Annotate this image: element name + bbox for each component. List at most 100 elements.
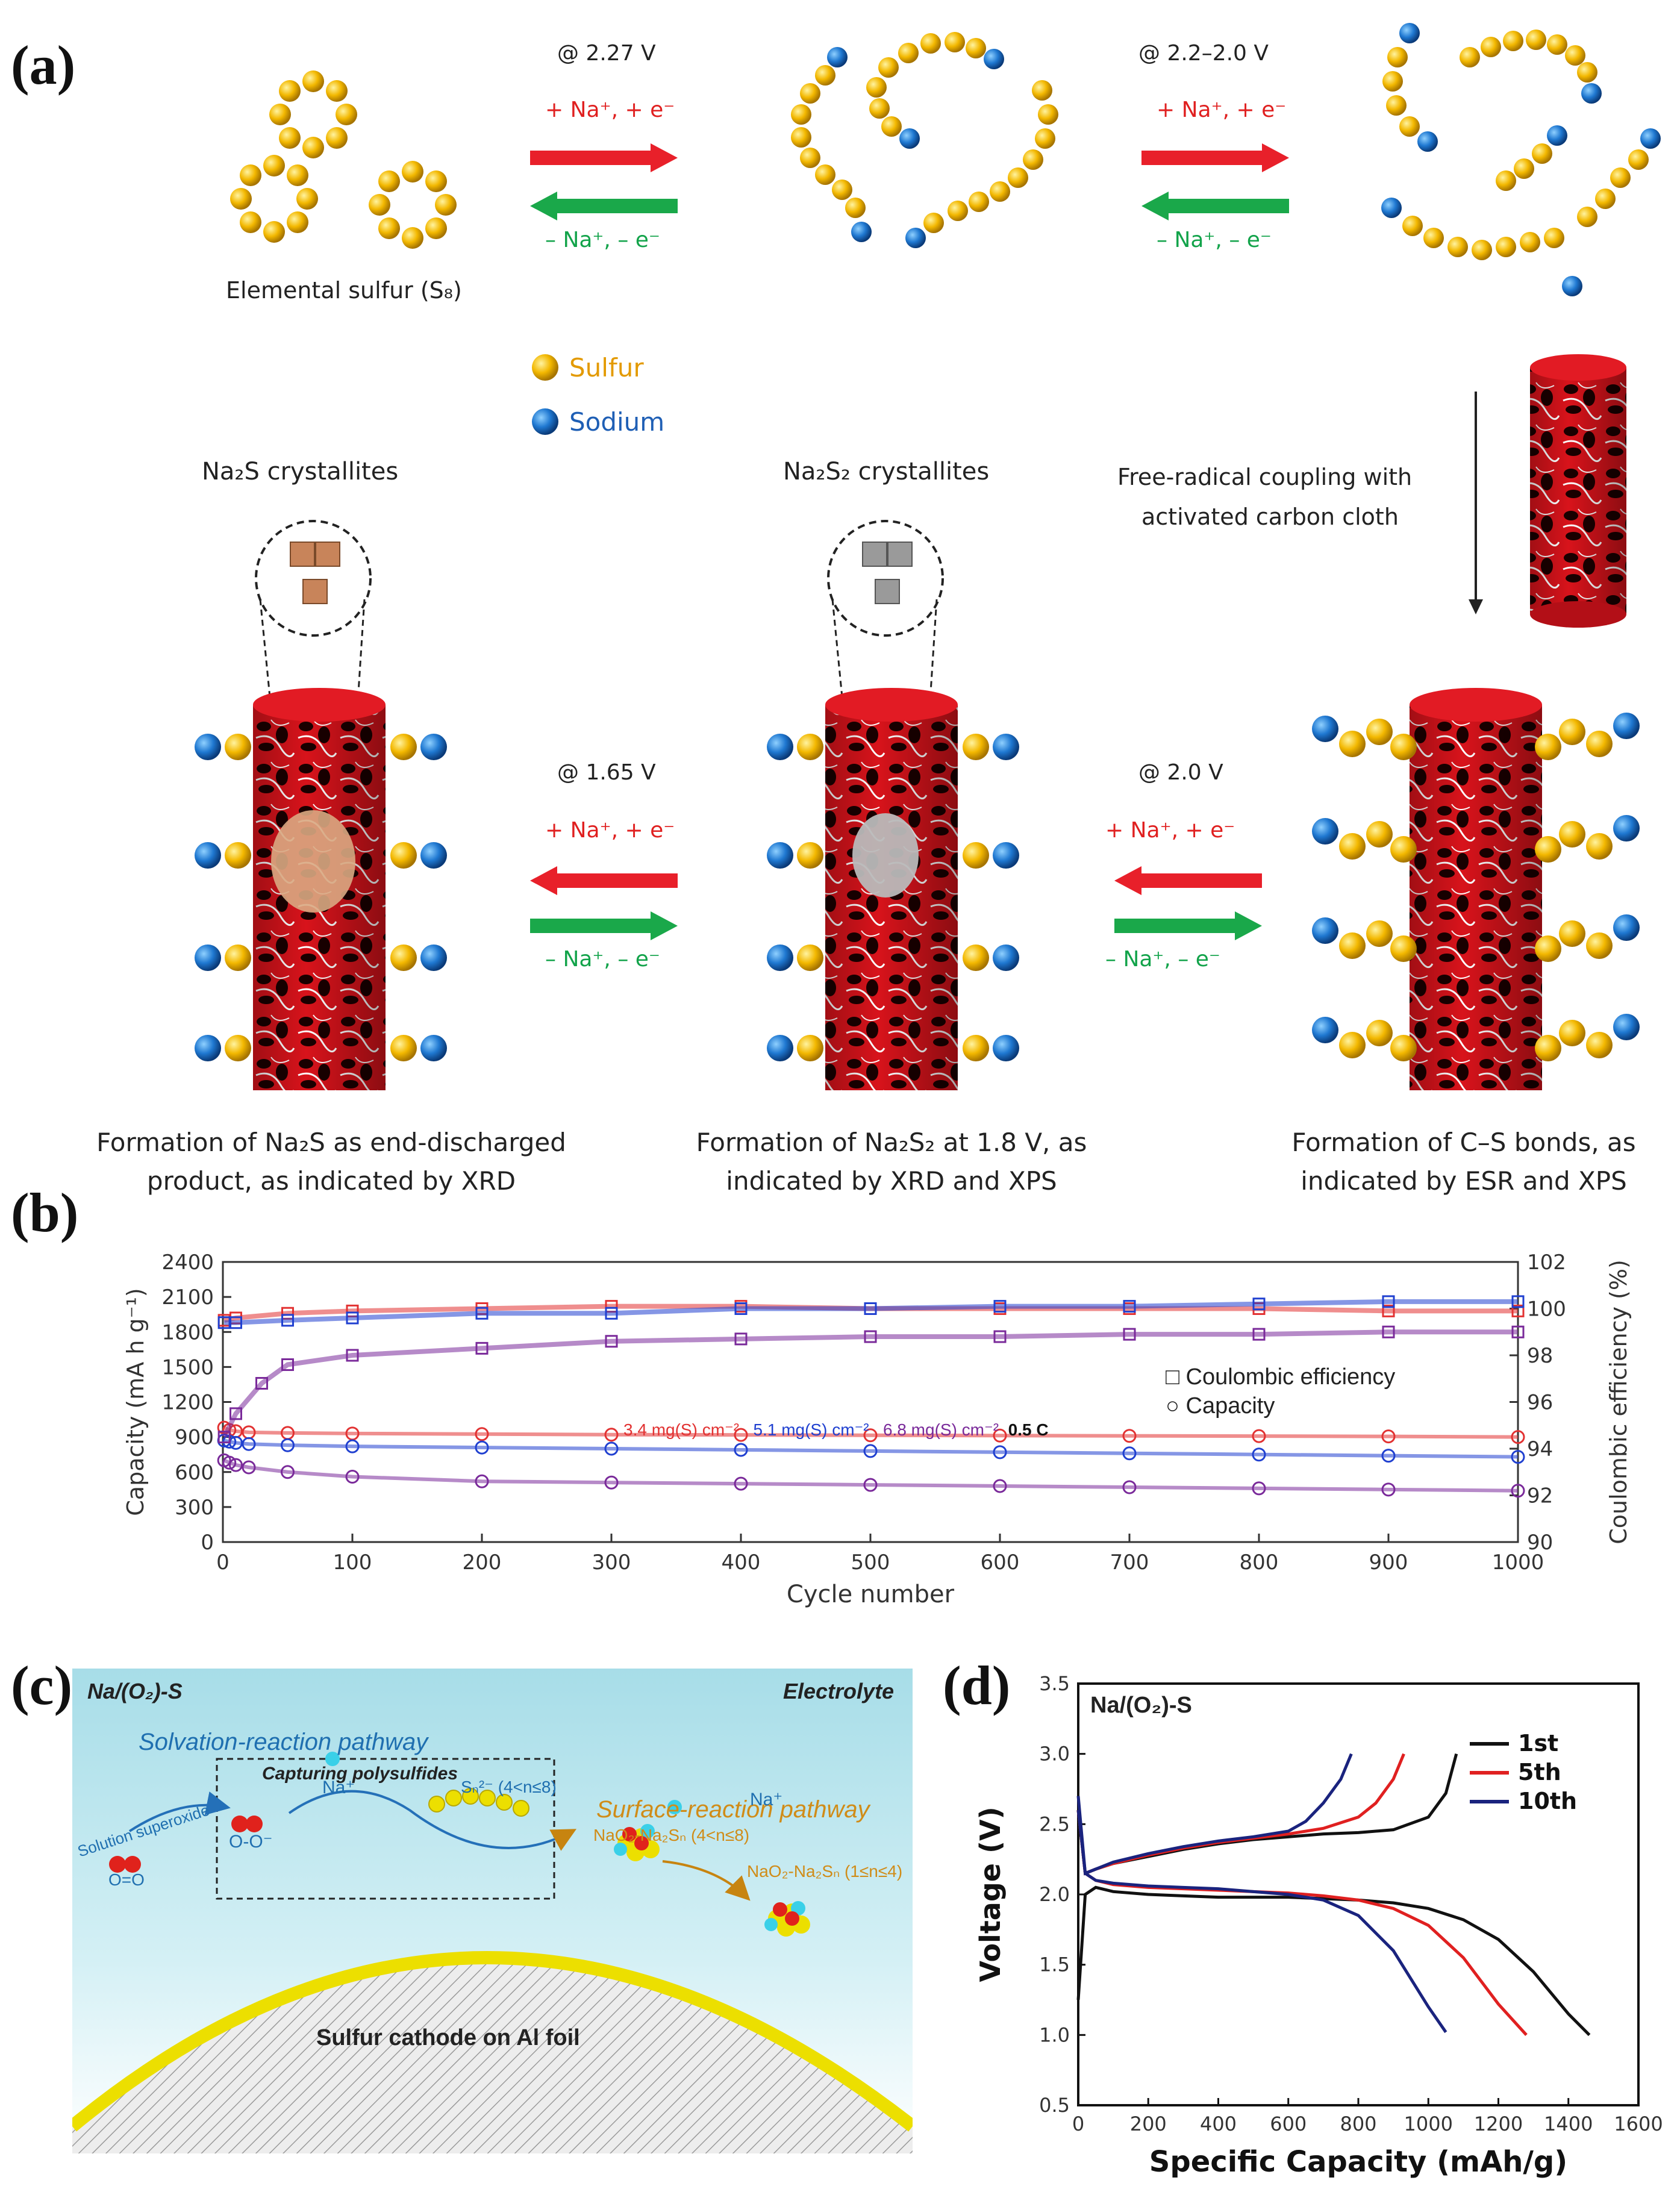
y-tick-label: 3.5 [1039, 1672, 1070, 1695]
y2-axis-label: Coulombic efficiency (%) [1605, 1260, 1632, 1544]
y2-tick-label: 90 [1527, 1531, 1553, 1555]
na2s4-chains [1381, 23, 1661, 296]
y-tick-label: 1.0 [1039, 2023, 1070, 2046]
y-tick-label: 2400 [161, 1250, 214, 1275]
capacity-point [222, 1455, 237, 1470]
x-tick-label: 200 [1130, 2112, 1167, 2135]
na2s2-crystallites-label: Na₂S₂ crystallites [783, 458, 990, 486]
x-tick-label: 500 [851, 1550, 890, 1575]
caption-na2s-line2: product, as indicated by XRD [146, 1166, 516, 1196]
cylinder-cs-bonds [1410, 688, 1542, 1090]
reverse-label-4: – Na⁺, – e⁻ [1105, 947, 1220, 972]
x-tick-label: 800 [1240, 1550, 1279, 1575]
y-tick-label: 2.5 [1039, 1813, 1070, 1835]
x-axis-label: Specific Capacity (mAh/g) [1149, 2145, 1567, 2179]
sn-label: Sₙ²⁻ (4<n≤8) [461, 1778, 557, 1796]
charge-curve [1076, 1753, 1405, 1876]
y2-tick-label: 98 [1527, 1344, 1553, 1368]
caption-cs-line2: indicated by ESR and XPS [1301, 1166, 1627, 1196]
capacity-series-line [223, 1458, 1519, 1493]
cs-bond-chains [1312, 713, 1640, 1061]
x-tick-label: 1200 [1474, 2112, 1523, 2135]
panel-b-label: (b) [11, 1182, 79, 1243]
forward-label-2: + Na⁺, + e⁻ [1157, 98, 1287, 122]
y2-tick-label: 92 [1527, 1484, 1553, 1508]
voltage-label-3: @ 1.65 V [557, 760, 656, 785]
na2s2-pairs [767, 734, 1019, 1061]
discharge-curve [1076, 1885, 1591, 2037]
y2-tick-label: 100 [1527, 1297, 1566, 1322]
y-tick-label: 1200 [161, 1391, 214, 1415]
caption-na2s2-line2: indicated by XRD and XPS [726, 1166, 1057, 1196]
y-tick-label: 600 [175, 1461, 214, 1485]
panel-d-inset-title: Na/(O₂)-S [1090, 1693, 1192, 1718]
reverse-label-2: – Na⁺, – e⁻ [1157, 228, 1272, 252]
sodium-legend-ball [532, 408, 558, 435]
legend-cap-label: Capacity [1185, 1393, 1275, 1419]
capturing-polysulfides-label: Capturing polysulfides [262, 1764, 458, 1784]
series-label-1: 3.4 mg(S) cm⁻² [623, 1420, 740, 1439]
carbon-cloth-small [1530, 354, 1626, 628]
panel-c-label: (c) [11, 1655, 73, 1716]
discharge-curve [1076, 1796, 1447, 2034]
y2-tick-label: 96 [1527, 1391, 1553, 1415]
rate-label: 0.5 C [1008, 1420, 1049, 1439]
caption-na2s2-line1: Formation of Na₂S₂ at 1.8 V, as [696, 1128, 1087, 1157]
arrows-row2-right [1114, 866, 1262, 940]
legend-label: 1st [1518, 1730, 1558, 1756]
na2s-crystallites-label: Na₂S crystallites [202, 458, 399, 486]
x-axis-label: Cycle number [787, 1581, 955, 1608]
x-tick-label: 400 [722, 1550, 761, 1575]
series-label-3: 6.8 mg(S) cm⁻² [882, 1420, 999, 1439]
y-tick-label: 1500 [161, 1355, 214, 1379]
chart-b-series-labels: 3.4 mg(S) cm⁻² 5.1 mg(S) cm⁻² 6.8 mg(S) … [623, 1420, 1049, 1440]
cylinder-na2s [253, 688, 386, 1090]
x-tick-label: 300 [592, 1550, 631, 1575]
capacity-series-line [223, 1426, 1519, 1439]
na-plus-label-1: Na⁺ [322, 1778, 355, 1797]
x-tick-label: 1400 [1544, 2112, 1593, 2135]
panel-c-title-right: Electrolyte [783, 1679, 895, 1703]
na2s8-chains [791, 32, 1058, 248]
surface-pathway-label: Surface-reaction pathway [596, 1796, 870, 1823]
reverse-label-1: – Na⁺, – e⁻ [545, 228, 660, 252]
panel-a-diagram [195, 23, 1661, 1090]
series-label-2: 5.1 mg(S) cm⁻² [753, 1420, 869, 1439]
ce-point [255, 1377, 268, 1390]
y-tick-label: 2100 [161, 1285, 214, 1310]
y2-tick-label: 102 [1527, 1250, 1566, 1275]
o-o-label: O=O [108, 1870, 145, 1889]
y-tick-label: 0 [201, 1531, 214, 1555]
caption-na2s: Formation of Na₂S as end-discharged prod… [90, 1123, 572, 1201]
caption-na2s2: Formation of Na₂S₂ at 1.8 V, as indicate… [657, 1123, 1126, 1201]
x-tick-label: 1600 [1614, 2112, 1663, 2135]
arrows-row1-right [1141, 143, 1289, 220]
ce-point [217, 1431, 231, 1444]
forward-label-3: + Na⁺, + e⁻ [545, 818, 675, 843]
x-tick-label: 1000 [1404, 2112, 1453, 2135]
caption-cs: Formation of C–S bonds, as indicated by … [1259, 1123, 1669, 1201]
cathode-label: Sulfur cathode on Al foil [316, 2025, 580, 2050]
panel-d-label: (d) [943, 1655, 1011, 1716]
product1-label: NaO₂-Na₂Sₙ (4<n≤8) [593, 1826, 750, 1844]
x-tick-label: 900 [1369, 1550, 1408, 1575]
x-tick-label: 800 [1340, 2112, 1376, 2135]
legend-cap-row: ○ Capacity [1166, 1391, 1395, 1420]
ce-point [230, 1407, 242, 1420]
na-plus-label-2: Na⁺ [750, 1790, 783, 1809]
s8-label: Elemental sulfur (S₈) [226, 277, 462, 304]
x-tick-label: 200 [463, 1550, 502, 1575]
charge-curve [1076, 1753, 1353, 1876]
x-tick-label: 0 [1072, 2112, 1084, 2135]
panel-a-label: (a) [11, 34, 76, 96]
discharge-curve [1076, 1809, 1528, 2037]
y-axis-label: Voltage (V) [974, 1806, 1007, 1982]
caption-na2s-line1: Formation of Na₂S as end-discharged [96, 1128, 566, 1157]
capacity-series-line [223, 1438, 1519, 1459]
y-tick-label: 3.0 [1039, 1743, 1070, 1766]
legend-label: 10th [1518, 1788, 1577, 1814]
voltage-label-4: @ 2.0 V [1138, 760, 1223, 785]
sulfur-legend-label: Sulfur [569, 353, 644, 382]
